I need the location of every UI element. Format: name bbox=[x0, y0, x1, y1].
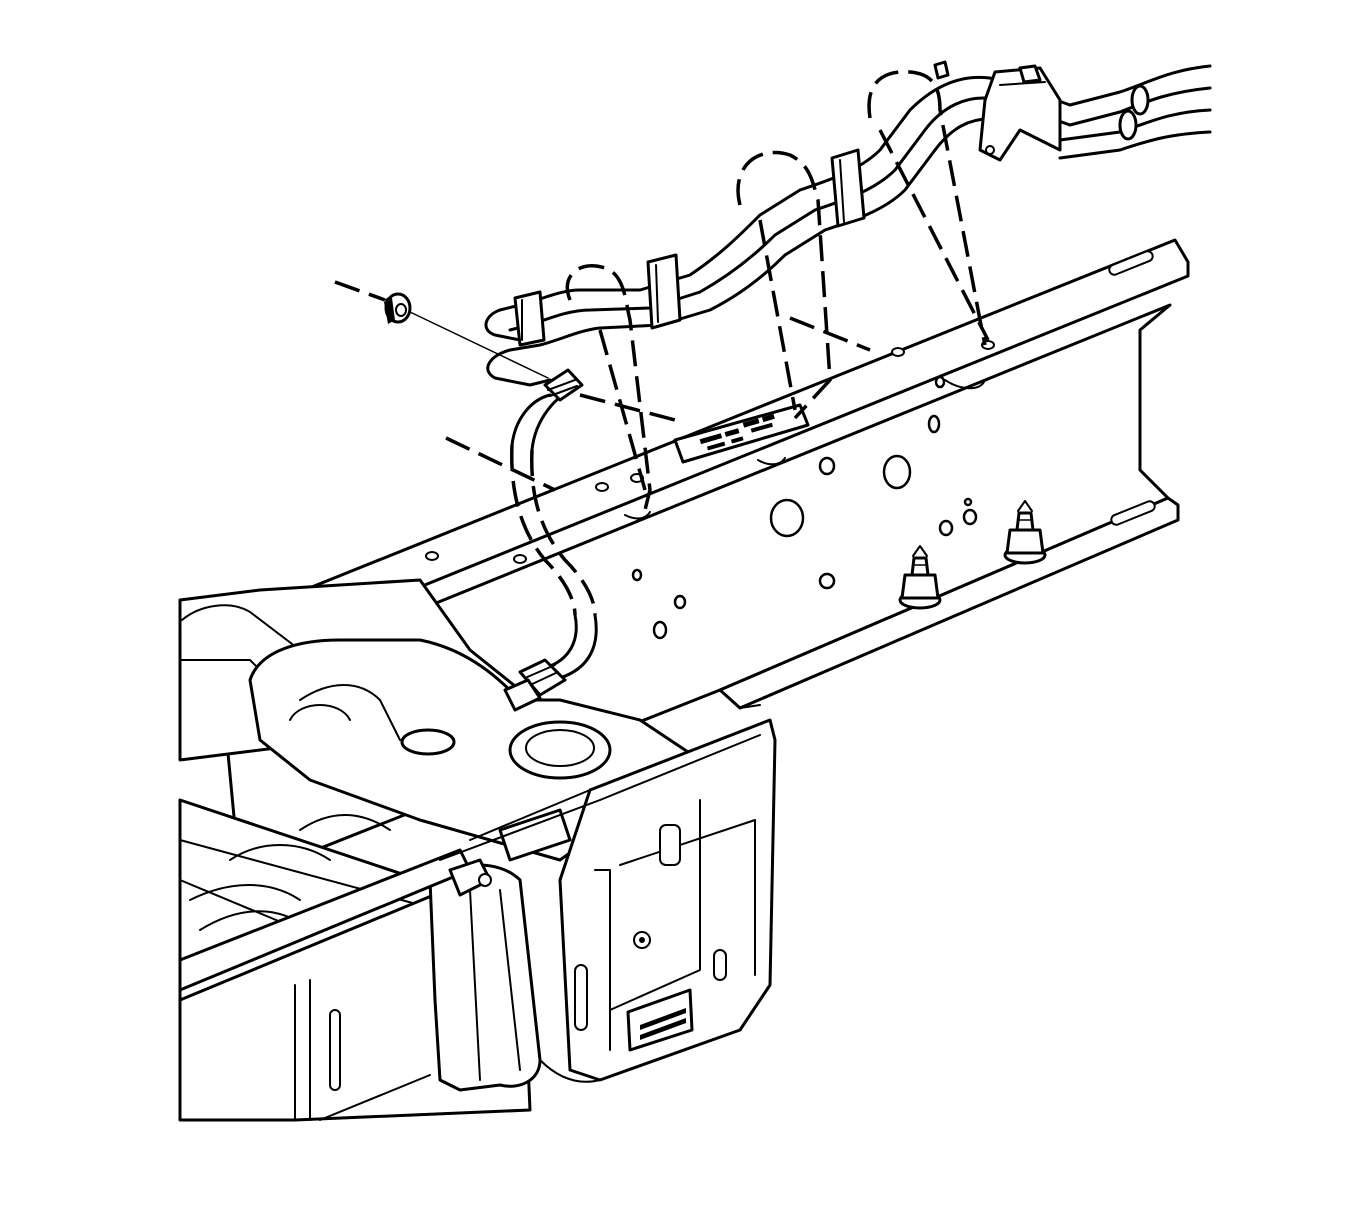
lower-pipe-fitting bbox=[503, 658, 567, 712]
pipe-clip-4-bracket bbox=[978, 64, 1062, 162]
mounting-stud-1 bbox=[898, 545, 942, 610]
retaining-nut bbox=[384, 292, 412, 324]
brake-pipe-assembly bbox=[384, 60, 1212, 712]
pipe-clip-1 bbox=[513, 290, 546, 347]
frame-label-plate bbox=[673, 403, 810, 464]
web-holes bbox=[631, 375, 978, 640]
pipe-clip-2 bbox=[646, 253, 682, 330]
alignment-dashed-lines bbox=[334, 70, 990, 520]
mounting-stud-2 bbox=[1003, 500, 1047, 565]
crossmember-assembly bbox=[178, 578, 777, 1122]
pipe-clip-3 bbox=[830, 148, 866, 228]
pipe-fitting-nut bbox=[543, 368, 584, 402]
